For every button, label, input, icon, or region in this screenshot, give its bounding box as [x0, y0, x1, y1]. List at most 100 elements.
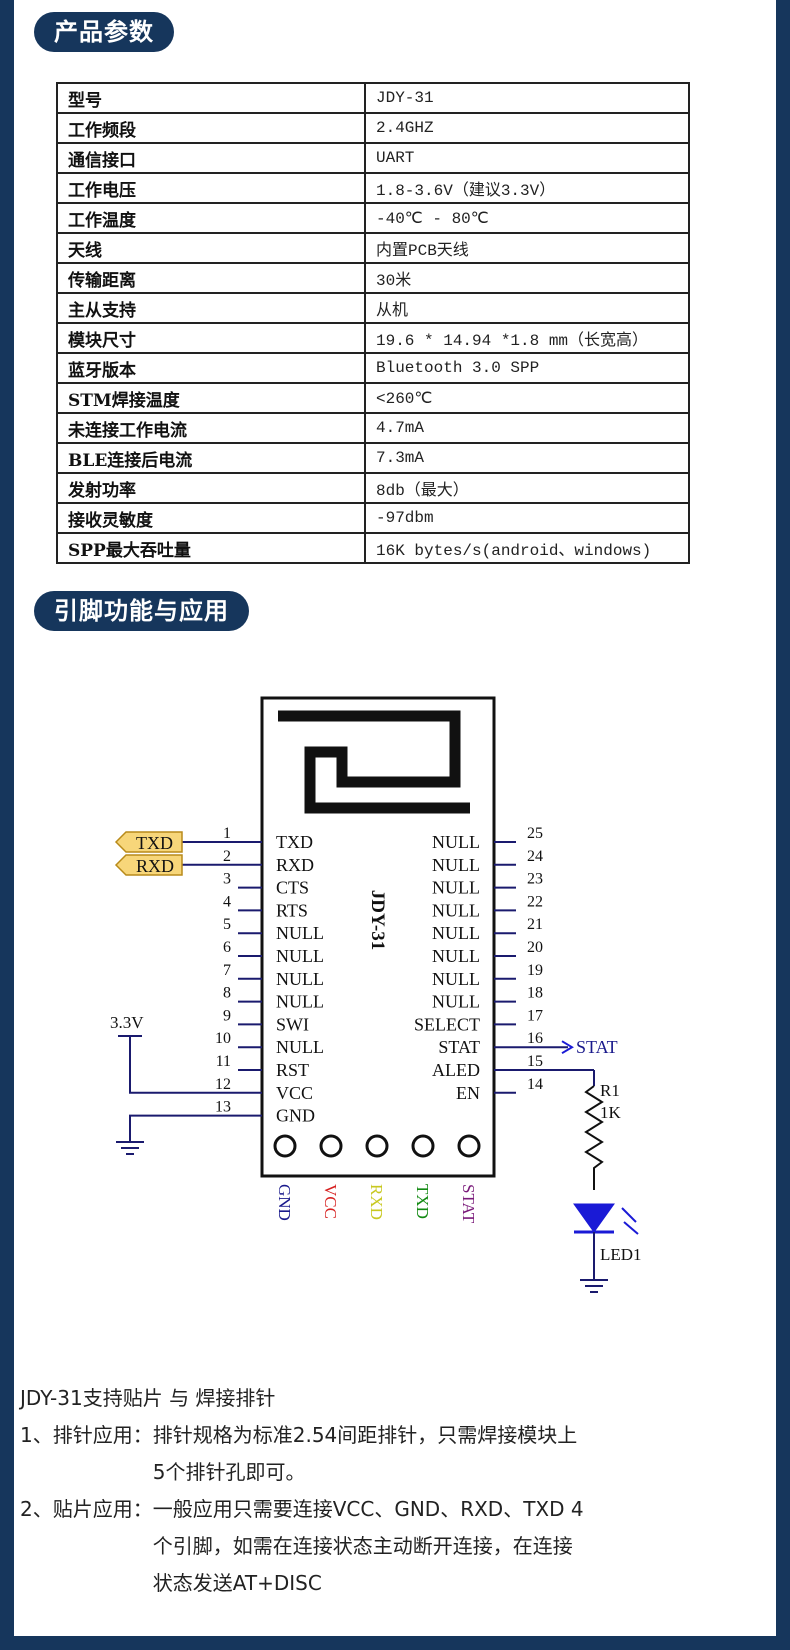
- stat-label: STAT: [576, 1037, 618, 1057]
- section-title-params: 产品参数: [34, 12, 174, 52]
- param-value: -40℃ - 80℃: [364, 202, 690, 234]
- left-pin-name: NULL: [276, 923, 324, 943]
- param-value: 4.7mA: [364, 412, 690, 444]
- left-pin-number: 7: [223, 962, 231, 979]
- param-key: 型号: [56, 82, 366, 114]
- note-text: 排针规格为标准2.54间距排针，只需焊接模块上: [152, 1423, 578, 1447]
- left-pin-number: 13: [215, 1099, 231, 1116]
- param-row: 接收灵敏度-97dbm: [56, 502, 690, 534]
- param-value: 内置PCB天线: [364, 232, 690, 264]
- power-wire: [129, 1036, 238, 1094]
- left-pin-number: 5: [223, 916, 231, 933]
- right-pin-number: 15: [527, 1053, 543, 1070]
- param-key: 发射功率: [56, 472, 366, 504]
- left-pin-number: 8: [223, 985, 231, 1002]
- left-pin-name: VCC: [276, 1083, 313, 1103]
- note-line: 2、贴片应用：状态发送AT+DISC: [20, 1565, 740, 1602]
- resistor-name: R1: [600, 1081, 620, 1100]
- param-key: 蓝牙版本: [56, 352, 366, 384]
- power-label: 3.3V: [110, 1013, 144, 1032]
- right-pin-name: NULL: [432, 900, 480, 920]
- param-row: 天线内置PCB天线: [56, 232, 690, 264]
- right-pin-number: 17: [527, 1007, 543, 1024]
- led-light-arrow: [621, 1207, 637, 1223]
- right-pin-number: 16: [527, 1030, 543, 1047]
- param-value: 从机: [364, 292, 690, 324]
- signal-tag-txd: [114, 831, 183, 853]
- param-key: 主从支持: [56, 292, 366, 324]
- header-pin-label: VCC: [321, 1184, 340, 1219]
- right-pin-number: 24: [527, 848, 543, 865]
- param-row: STM焊接温度<260℃: [56, 382, 690, 414]
- signal-tag-label-rxd: RXD: [136, 856, 174, 876]
- right-pin-number: 14: [527, 1076, 543, 1093]
- notes: JDY-31支持贴片 与 焊接排针 1、排针应用：排针规格为标准2.54间距排针…: [20, 1380, 740, 1602]
- right-pin-number: 22: [527, 893, 543, 910]
- left-pin-name: RTS: [276, 900, 308, 920]
- left-pin-number: 4: [223, 893, 231, 910]
- signal-tag-label-txd: TXD: [136, 833, 173, 853]
- wiring-diagram: 贴片式接线JDY-311TXD2RXD3CTS4RTS5NULL6NULL7NU…: [110, 696, 642, 1293]
- header-pin-label: RXD: [367, 1184, 386, 1220]
- stat-arrow-head: [561, 1040, 574, 1055]
- signal-tag-rxd: [114, 854, 183, 876]
- note-line: 2、贴片应用：个引脚，如需在连接状态主动断开连接，在连接: [20, 1528, 740, 1565]
- right-pin-number: 19: [527, 962, 543, 979]
- header-hole: [457, 1134, 481, 1158]
- right-pin-name: NULL: [432, 969, 480, 989]
- param-value: 19.6 * 14.94 *1.8 mm（长宽高）: [364, 322, 690, 354]
- left-pin-number: 6: [223, 939, 231, 956]
- left-pin-number: 11: [216, 1053, 231, 1070]
- section-title-pins: 引脚功能与应用: [34, 591, 249, 631]
- param-key: BLE连接后电流: [56, 442, 366, 474]
- note-label: 2、贴片应用：: [20, 1497, 153, 1521]
- left-pin-number: 10: [215, 1030, 231, 1047]
- header-hole: [273, 1134, 297, 1158]
- param-value: JDY-31: [364, 82, 690, 114]
- right-pin-number: 25: [527, 825, 543, 842]
- right-pin-name: ALED: [432, 1060, 480, 1080]
- right-pin-name: NULL: [432, 878, 480, 898]
- note-label: 1、排针应用：: [20, 1423, 153, 1447]
- header-hole: [319, 1134, 343, 1158]
- right-pin-name: NULL: [432, 832, 480, 852]
- param-value: <260℃: [364, 382, 690, 414]
- left-pin-name: NULL: [276, 946, 324, 966]
- header-pin-label: STAT: [459, 1184, 478, 1224]
- param-key: STM焊接温度: [56, 382, 366, 414]
- resistor-value: 1K: [600, 1103, 622, 1122]
- led-light-arrow: [623, 1221, 639, 1235]
- notes-heading: JDY-31支持贴片 与 焊接排针: [20, 1386, 276, 1410]
- header-hole: [411, 1134, 435, 1158]
- right-pin-name: STAT: [438, 1037, 480, 1057]
- right-pin-number: 20: [527, 939, 543, 956]
- right-pin-name: NULL: [432, 923, 480, 943]
- param-value: 7.3mA: [364, 442, 690, 474]
- right-pin-name: EN: [456, 1083, 480, 1103]
- header-hole: [365, 1134, 389, 1158]
- header-pin-label: TXD: [413, 1184, 432, 1219]
- right-pin-number: 18: [527, 985, 543, 1002]
- led-label: LED1: [600, 1245, 642, 1264]
- param-value: 8db（最大）: [364, 472, 690, 504]
- param-value: UART: [364, 142, 690, 174]
- ground-wire: [129, 1114, 238, 1142]
- left-pin-number: 9: [223, 1007, 231, 1024]
- right-pin-name: SELECT: [414, 1014, 480, 1034]
- left-pin-name: SWI: [276, 1014, 309, 1034]
- left-pin-number: 12: [215, 1076, 231, 1093]
- param-key: 天线: [56, 232, 366, 264]
- param-key: 传输距离: [56, 262, 366, 294]
- note-text: 状态发送AT+DISC: [152, 1571, 322, 1595]
- param-key: 未连接工作电流: [56, 412, 366, 444]
- param-row: 工作温度-40℃ - 80℃: [56, 202, 690, 234]
- right-pin-number: 21: [527, 916, 543, 933]
- param-value: Bluetooth 3.0 SPP: [364, 352, 690, 384]
- param-value: 30米: [364, 262, 690, 294]
